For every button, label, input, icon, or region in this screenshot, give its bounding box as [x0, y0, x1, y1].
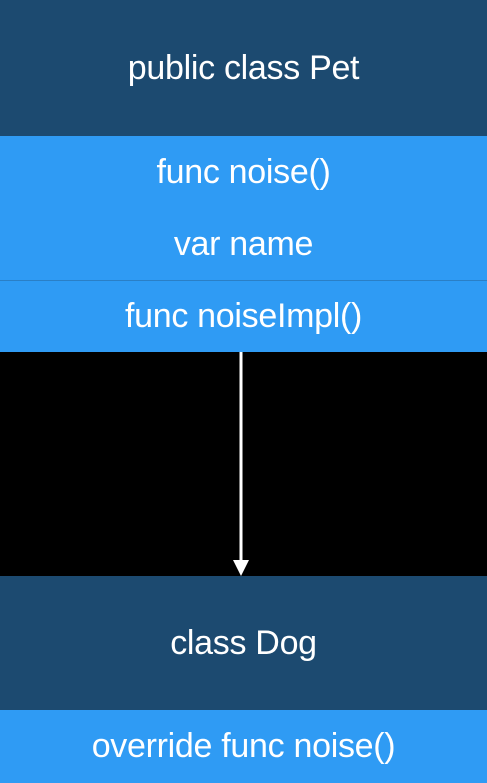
dog-class-title: class Dog: [170, 623, 317, 662]
pet-section-divider: [0, 280, 487, 281]
pet-member-noise-label: func noise(): [156, 152, 331, 191]
pet-class-title: public class Pet: [127, 48, 360, 87]
inheritance-arrow-head: [233, 560, 249, 576]
pet-member-noise-impl-label: func noiseImpl(): [124, 297, 363, 335]
dog-class-header: class Dog: [0, 576, 487, 710]
pet-member-noise: func noise(): [0, 136, 487, 208]
dog-member-override-noise-label: override func noise(): [91, 727, 396, 765]
dog-member-override-noise: override func noise(): [0, 710, 487, 783]
pet-member-noise-impl: func noiseImpl(): [0, 281, 487, 352]
pet-member-name-label: var name: [173, 224, 314, 263]
inheritance-arrow: [233, 352, 249, 576]
pet-member-name: var name: [0, 208, 487, 280]
pet-class-header: public class Pet: [0, 0, 487, 136]
